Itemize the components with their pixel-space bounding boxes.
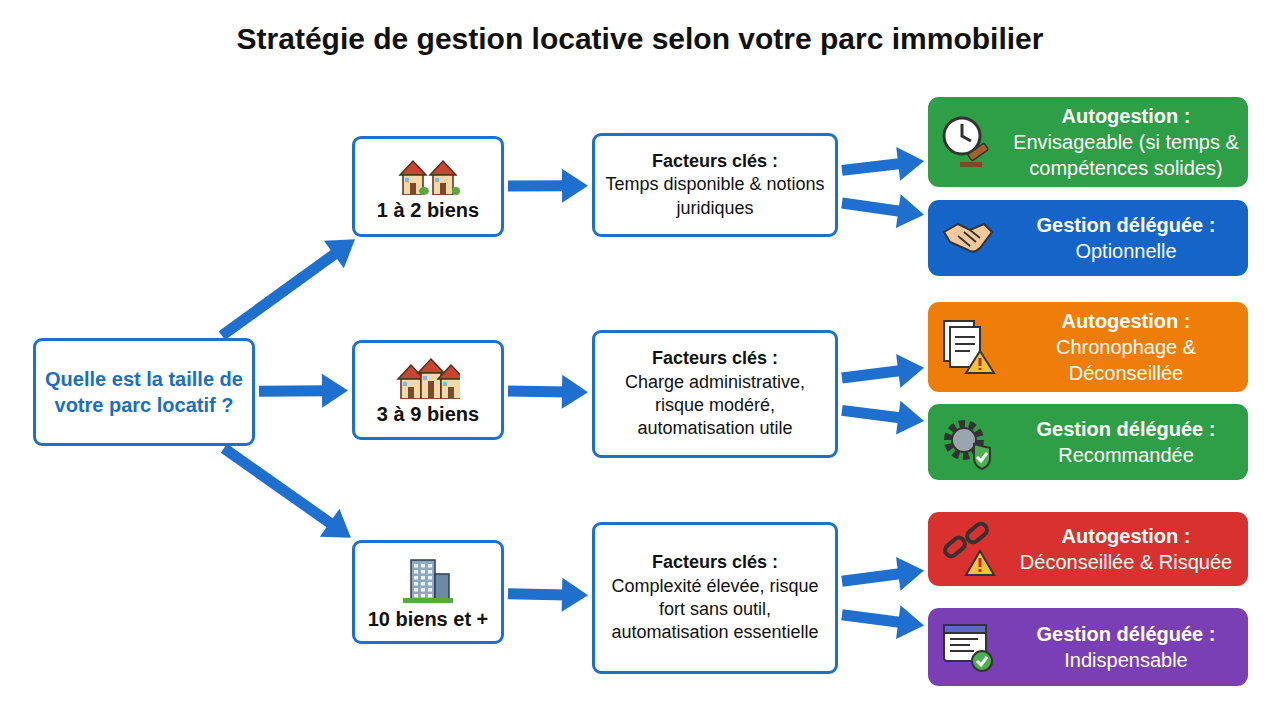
outcome-box: Autogestion :Déconseillée & Risquée — [928, 512, 1248, 586]
box-text: Charge administrative, risque modéré, au… — [595, 371, 835, 441]
flow-arrow — [842, 557, 924, 591]
arrow-head — [896, 194, 924, 228]
box-text: Temps disponible & notions juridiques — [595, 173, 835, 220]
box-heading: Autogestion : — [1062, 103, 1191, 129]
factor-box: Facteurs clés :Temps disponible & notion… — [592, 133, 838, 237]
outcome-icon — [940, 114, 996, 170]
box-heading: Facteurs clés : — [644, 150, 786, 173]
flow-arrow — [222, 239, 355, 335]
question-box: Quelle est la taille de votre parc locat… — [33, 338, 255, 446]
flow-arrow — [508, 375, 588, 409]
flow-arrow — [842, 605, 924, 639]
factor-box: Facteurs clés :Complexité élevée, risque… — [592, 522, 838, 674]
house-icon — [396, 151, 460, 195]
arrow-head — [896, 401, 924, 435]
diagram-title: Stratégie de gestion locative selon votr… — [0, 22, 1280, 56]
arrow-shaft — [842, 203, 903, 212]
flow-arrow — [842, 194, 924, 228]
arrow-shaft — [842, 163, 903, 170]
arrow-head — [896, 354, 924, 388]
box-text: Déconseillée & Risquée — [1020, 549, 1232, 575]
box-text: Chronophage & Déconseillée — [1012, 334, 1240, 386]
arrow-shaft — [842, 370, 903, 378]
arrow-shaft — [259, 385, 327, 396]
factor-box: Facteurs clés :Charge administrative, ri… — [592, 330, 838, 458]
box-text: 3 à 9 biens — [377, 403, 479, 426]
box-text: 10 biens et + — [368, 608, 489, 631]
box-heading: Facteurs clés : — [644, 347, 786, 370]
outcome-icon — [940, 619, 996, 675]
arrow-head — [322, 374, 348, 408]
box-heading: Autogestion : — [1062, 523, 1191, 549]
box-text: 1 à 2 biens — [377, 199, 479, 222]
category-box: 10 biens et + — [352, 540, 504, 644]
arrow-head — [562, 375, 588, 409]
arrow-shaft — [508, 180, 567, 191]
outcome-box: Gestion déléguée :Optionnelle — [928, 200, 1248, 276]
box-heading: Gestion déléguée : — [1037, 621, 1216, 647]
flow-arrow — [508, 169, 588, 203]
outcome-box: Gestion déléguée :Indispensable — [928, 608, 1248, 686]
box-heading: Autogestion : — [1062, 308, 1191, 334]
arrow-shaft — [222, 252, 338, 336]
arrow-shaft — [508, 594, 567, 595]
flow-arrow — [259, 374, 348, 408]
box-text: Recommandée — [1058, 442, 1194, 468]
flow-arrow — [508, 578, 588, 612]
box-text: Optionnelle — [1075, 238, 1176, 264]
category-box: 3 à 9 biens — [352, 340, 504, 440]
arrow-head — [896, 557, 924, 591]
flow-arrow — [842, 147, 924, 181]
house-icon — [403, 554, 453, 604]
outcome-box: Gestion déléguée :Recommandée — [928, 404, 1248, 480]
arrow-head — [896, 605, 924, 639]
arrow-shaft — [508, 386, 567, 398]
arrow-shaft — [842, 573, 903, 581]
arrow-head — [324, 239, 355, 268]
box-heading: Gestion déléguée : — [1037, 212, 1216, 238]
box-text: Complexité élevée, risque fort sans outi… — [595, 575, 835, 645]
box-text: Envisageable (si temps & compétences sol… — [1012, 129, 1240, 181]
flow-arrow — [842, 354, 924, 388]
outcome-box: Autogestion :Chronophage & Déconseillée — [928, 302, 1248, 392]
outcome-icon — [940, 521, 996, 577]
flow-arrow — [842, 401, 924, 435]
arrow-head — [896, 147, 924, 181]
box-text: Indispensable — [1064, 647, 1187, 673]
arrow-shaft — [842, 615, 903, 623]
category-box: 1 à 2 biens — [352, 136, 504, 237]
outcome-icon — [940, 317, 996, 377]
arrow-shaft — [224, 448, 334, 525]
outcome-icon — [940, 414, 996, 470]
arrow-head — [562, 169, 588, 203]
outcome-box: Autogestion :Envisageable (si temps & co… — [928, 97, 1248, 187]
box-heading: Gestion déléguée : — [1037, 416, 1216, 442]
box-heading: Facteurs clés : — [644, 551, 786, 574]
box-text: Quelle est la taille de votre parc locat… — [36, 366, 252, 418]
arrow-shaft — [842, 410, 903, 418]
house-icon — [396, 355, 460, 399]
arrow-head — [320, 509, 351, 538]
flow-arrow — [224, 448, 351, 537]
outcome-icon — [940, 210, 996, 266]
arrow-head — [562, 578, 588, 612]
